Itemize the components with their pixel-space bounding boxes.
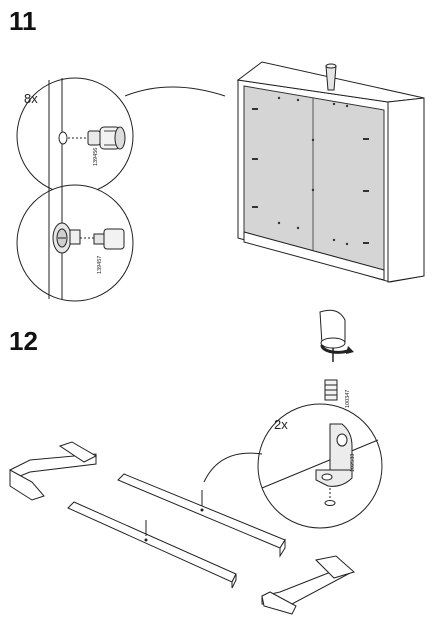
trestle-left — [9, 441, 98, 501]
step11-detail-circle-bottom: 139457 — [16, 184, 134, 302]
step-number-12: 12 — [9, 326, 38, 356]
part-code-139456: 139456 — [93, 148, 99, 166]
cabinet-back-view — [236, 61, 425, 283]
cam-connector-icon — [68, 126, 126, 150]
part-code-102533: 102533 — [350, 454, 356, 472]
trestle-right — [261, 555, 356, 615]
quantity-label-8x: 8x — [24, 91, 38, 106]
rail-lower — [67, 501, 237, 589]
screwdriver-icon — [319, 309, 354, 362]
screw-icon — [324, 379, 338, 401]
rail-upper — [117, 473, 286, 558]
quantity-label-2x: 2x — [274, 417, 288, 432]
part-code-100347: 100347 — [345, 390, 351, 408]
cam-lock-icon — [52, 222, 125, 254]
bracket-icon — [315, 423, 353, 487]
step11-detail-circle-top: 139456 — [16, 77, 134, 195]
bracket-detail-circle — [257, 403, 383, 529]
callout-line — [124, 86, 226, 97]
callout-line-12 — [203, 452, 263, 483]
part-code-139457: 139457 — [97, 256, 103, 274]
step-number-11: 11 — [9, 6, 37, 36]
